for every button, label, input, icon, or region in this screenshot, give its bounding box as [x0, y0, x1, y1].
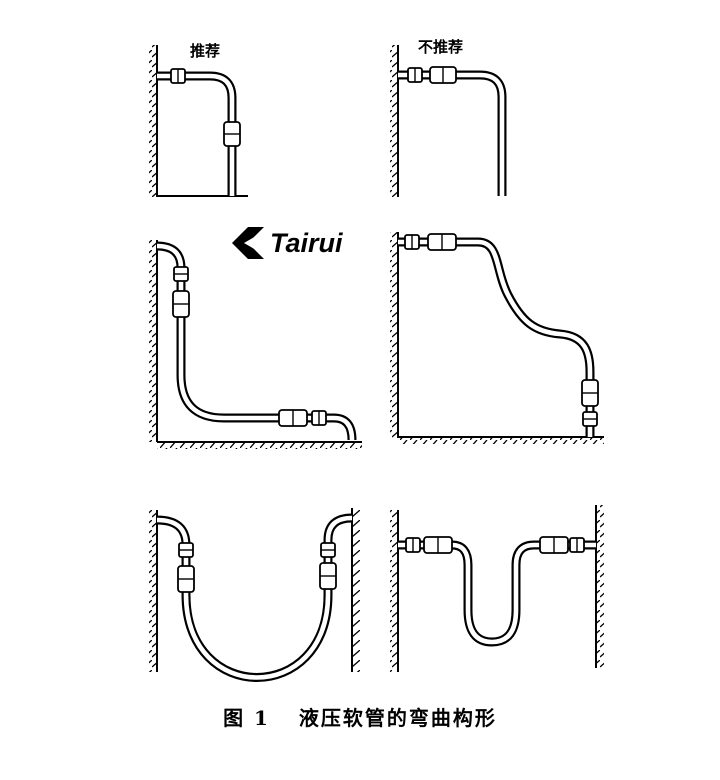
- hose-fitting: [539, 536, 569, 554]
- hose-fitting: [172, 290, 190, 318]
- hose: [398, 540, 596, 647]
- wall-hatch: [390, 510, 398, 672]
- hose-fitting: [569, 537, 585, 553]
- hose-fitting: [178, 542, 194, 558]
- hose-fitting: [427, 233, 457, 251]
- hose-fitting: [170, 68, 186, 84]
- wall-hatch: [596, 505, 604, 668]
- tairui-logo: Tairui: [232, 227, 343, 259]
- wall-hatch: [149, 240, 157, 442]
- panel-top-right: 不推荐: [390, 38, 507, 197]
- wall-hatch: [390, 45, 398, 197]
- hose-fitting: [278, 409, 308, 427]
- hose-fitting: [311, 410, 327, 426]
- hose-fitting: [581, 379, 599, 407]
- figure-title: 液压软管的弯曲构形: [298, 706, 497, 730]
- panel-bottom-right: [390, 505, 604, 672]
- hose-fitting: [407, 67, 423, 83]
- hose-fitting: [320, 542, 336, 558]
- hose-fitting: [223, 121, 241, 147]
- floor-hatch: [157, 442, 362, 449]
- figure-caption: 图 1 液压软管的弯曲构形: [0, 702, 720, 731]
- hose-fitting: [173, 266, 189, 282]
- hose-fitting: [404, 234, 420, 250]
- hose-fitting: [405, 537, 421, 553]
- hose-fitting: [319, 562, 337, 590]
- hose-fitting: [423, 536, 453, 554]
- panel-middle-left: [149, 240, 362, 449]
- logo-text: Tairui: [270, 228, 343, 258]
- panel-label-not-recommended: 不推荐: [418, 38, 463, 56]
- hose-fitting: [177, 565, 195, 593]
- tairui-logo-icon: [232, 227, 264, 259]
- hose-fitting: [429, 66, 457, 84]
- hose: [398, 237, 595, 437]
- panel-middle-right: [390, 232, 604, 444]
- floor-hatch: [398, 437, 604, 444]
- panel-top-left: 推荐: [149, 42, 248, 197]
- panel-label-recommended: 推荐: [190, 42, 220, 60]
- figure-number: 图 1: [223, 706, 270, 730]
- wall-hatch: [390, 232, 398, 438]
- panel-bottom-left: [149, 508, 360, 682]
- hose-fitting: [582, 411, 598, 427]
- wall-hatch: [352, 508, 360, 672]
- wall-hatch: [149, 510, 157, 672]
- hose: [157, 71, 237, 196]
- wall-hatch: [149, 45, 157, 197]
- hose: [398, 70, 507, 196]
